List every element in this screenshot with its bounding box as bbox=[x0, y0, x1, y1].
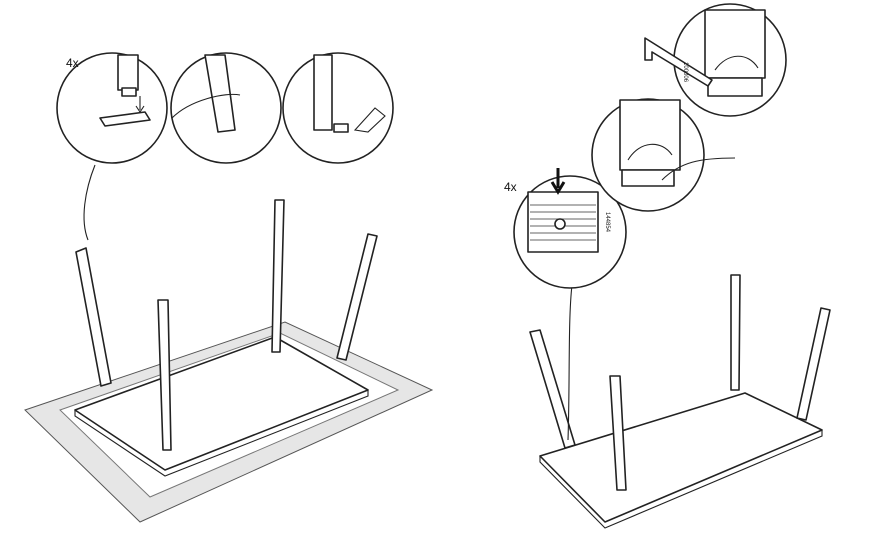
table-leg bbox=[609, 375, 627, 491]
table-legs bbox=[529, 274, 831, 491]
quantity-label-left: 4x bbox=[66, 56, 79, 70]
detail-circles bbox=[56, 52, 394, 164]
table-leg bbox=[730, 274, 741, 391]
table-legs bbox=[75, 199, 378, 451]
part-number-glide: 144854 bbox=[604, 212, 610, 233]
table-leg bbox=[271, 199, 285, 353]
detail-circle-glide-attached bbox=[282, 52, 394, 164]
table-leg bbox=[75, 247, 112, 387]
table-leg bbox=[157, 299, 172, 451]
table-leg bbox=[529, 329, 576, 449]
part-number-tool: 100006 bbox=[682, 62, 688, 83]
left-step-drawing bbox=[24, 52, 434, 523]
table-leg bbox=[796, 307, 831, 421]
right-step-drawing bbox=[513, 3, 831, 529]
table-top bbox=[539, 392, 823, 523]
table-leg bbox=[336, 233, 378, 361]
quantity-label-right: 4x bbox=[504, 180, 517, 194]
detail-circles bbox=[513, 3, 787, 289]
detail-circle-place-glide bbox=[56, 52, 168, 164]
